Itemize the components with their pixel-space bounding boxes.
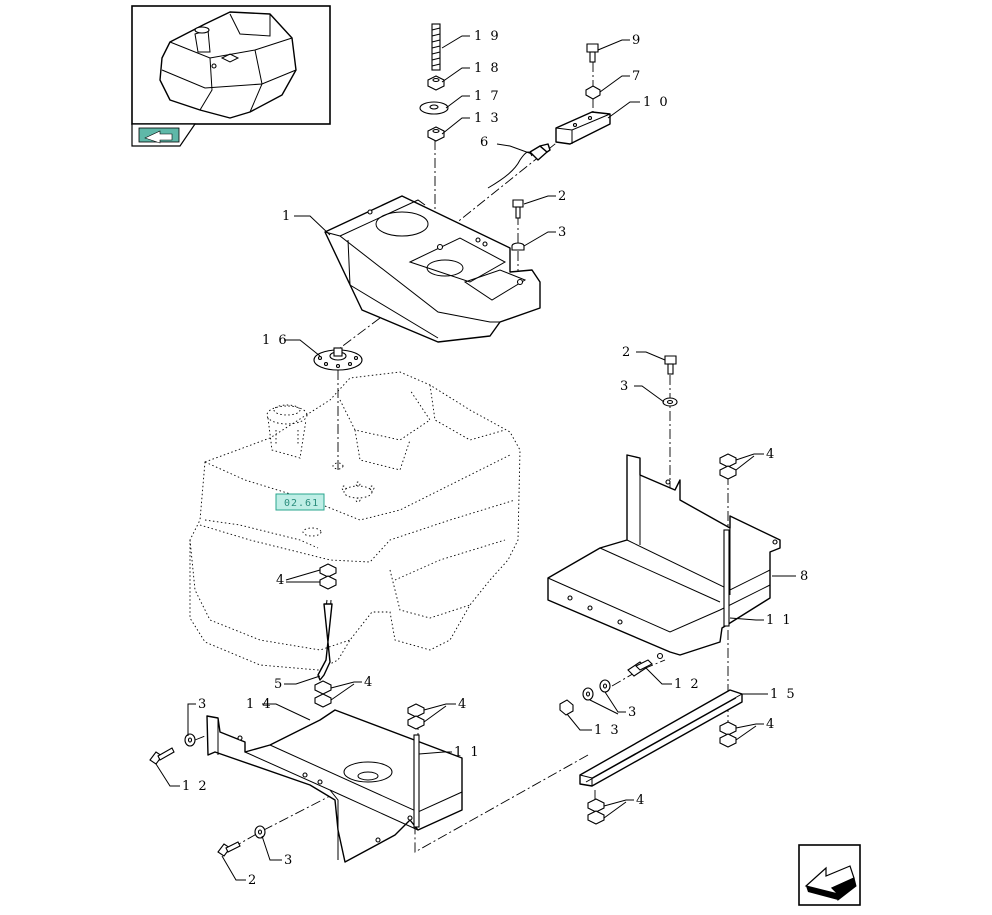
part-2-bolt-top	[512, 199, 524, 219]
part-8-side-bracket	[547, 454, 781, 660]
part-12-bolt-left	[149, 747, 175, 765]
part-1-top-bracket	[324, 195, 541, 343]
part-11-stud-left	[413, 734, 420, 828]
callout-17: 1 7	[474, 89, 501, 104]
part-14-lower-bracket	[206, 709, 463, 863]
part-13-nut	[427, 126, 445, 142]
part-3-washer-right	[662, 397, 678, 407]
callout-4-right-top: 4	[766, 447, 776, 462]
callout-10: 1 0	[643, 95, 670, 110]
callout-labels: 1 9 1 8 1 7 1 3 9 7 1 0 6 2 3 1 1 6 2 3 …	[182, 29, 810, 888]
thumbnail-preview[interactable]	[131, 5, 331, 147]
callout-3-right-bottom: 3	[628, 705, 638, 720]
part-12-bolt-right	[627, 659, 653, 677]
leader-lines	[155, 35, 796, 881]
back-nav-button[interactable]	[798, 844, 861, 906]
part-4-nuts-left-stud	[407, 703, 425, 730]
callout-4-left-stud: 4	[458, 697, 468, 712]
callout-18: 1 8	[474, 61, 501, 76]
part-7-nut	[585, 85, 601, 100]
callout-11-right: 1 1	[766, 613, 793, 628]
callout-4-left-upper: 4	[276, 573, 286, 588]
part-16-sender-plate	[313, 347, 363, 371]
part-2-bolt-left	[217, 841, 241, 857]
part-4-nuts-left-upper	[319, 563, 337, 590]
part-4-nuts-right-bottom	[587, 721, 737, 825]
part-9-bolt	[586, 43, 599, 63]
reference-badge-label: 02.61	[284, 498, 319, 509]
part-19-stud	[431, 23, 441, 71]
part-18-nut	[427, 75, 445, 91]
part-3-washer-top	[511, 242, 525, 251]
part-11-stud-right	[723, 529, 730, 627]
part-2-bolt-right	[664, 355, 677, 375]
callout-5: 5	[274, 677, 284, 692]
part-3-washer-left-bottom	[254, 825, 266, 839]
callout-15: 1 5	[770, 687, 797, 702]
callout-2-left: 2	[248, 873, 258, 888]
callout-3-left: 3	[198, 697, 208, 712]
part-4-nuts-right-top	[719, 453, 737, 480]
callout-1: 1	[282, 209, 292, 224]
callout-12-left: 1 2	[182, 779, 209, 794]
thumbnail-tank-image	[159, 11, 297, 119]
callout-3: 3	[558, 225, 568, 240]
callout-3-right: 3	[620, 379, 630, 394]
callout-4-bottom: 4	[636, 793, 646, 808]
callout-7: 7	[632, 69, 642, 84]
callout-3-left-bottom: 3	[284, 853, 294, 868]
thumbnail-nav-tab[interactable]	[131, 123, 197, 147]
callout-6: 6	[480, 135, 490, 150]
callout-2: 2	[558, 189, 568, 204]
callout-2-right: 2	[622, 345, 632, 360]
callout-4-left-lower: 4	[364, 675, 374, 690]
part-4-nuts-left-lower	[314, 680, 332, 708]
callout-9: 9	[632, 33, 642, 48]
fuel-tank-outline	[189, 371, 521, 671]
back-arrow-icon	[804, 865, 857, 902]
callout-12-right: 1 2	[674, 677, 701, 692]
part-5-stud	[317, 599, 333, 681]
callout-19: 1 9	[474, 29, 501, 44]
part-6-sensor	[487, 143, 551, 189]
callout-14: 1 4	[246, 697, 273, 712]
callout-13-right: 1 3	[594, 723, 621, 738]
assembly-lines	[194, 62, 729, 853]
callout-11-left: 1 1	[454, 745, 481, 760]
callout-4-right-bottom: 4	[766, 717, 776, 732]
part-3-washer-left	[184, 733, 196, 747]
part-10-clamp-bracket	[555, 111, 611, 145]
right-arrow-icon	[144, 130, 173, 144]
part-3-washers-right-bottom	[582, 679, 611, 701]
reference-badge[interactable]: 02.61	[275, 493, 325, 511]
part-15-channel-strip	[579, 689, 743, 787]
callout-8: 8	[800, 569, 810, 584]
part-13-nut-right	[559, 699, 574, 716]
callout-16: 1 6	[262, 333, 289, 348]
callout-13: 1 3	[474, 111, 501, 126]
part-17-washer	[419, 101, 449, 115]
